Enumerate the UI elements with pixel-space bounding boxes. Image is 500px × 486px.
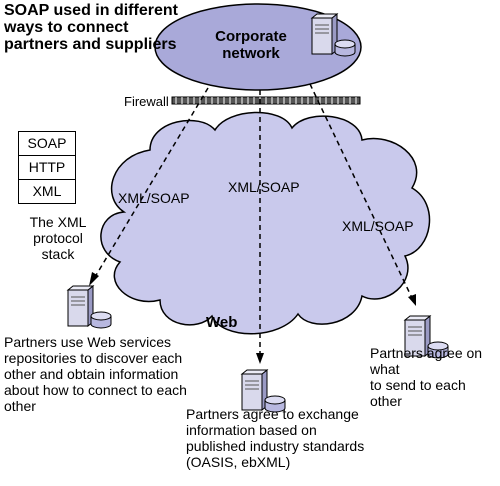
- link-line-1: [94, 87, 209, 278]
- link-label-3: XML/SOAP: [342, 218, 414, 234]
- stack-layer-xml: XML: [19, 179, 75, 203]
- corporate-network-label: Corporate network: [215, 28, 287, 62]
- firewall-label: Firewall: [124, 94, 169, 109]
- arrowhead-2: [256, 353, 264, 364]
- arrowhead-1: [89, 272, 99, 286]
- web-cloud: [100, 111, 431, 335]
- stack-layer-soap: SOAP: [27, 135, 67, 151]
- corporate-network-ellipse: [154, 3, 362, 91]
- protocol-stack: SOAP HTTP XML: [18, 131, 76, 204]
- arrowhead-3: [408, 294, 416, 306]
- protocol-stack-caption: The XML protocol stack: [29, 214, 87, 262]
- partner-description-2: Partners agree to exchange information b…: [186, 406, 365, 470]
- partner-description-3: Partners agree on what to send to each o…: [370, 345, 483, 409]
- partner-description-1: Partners use Web services repositories t…: [4, 334, 187, 414]
- link-line-3: [309, 83, 413, 299]
- web-label: Web: [206, 314, 238, 331]
- partner-server-icon-1: [67, 285, 112, 329]
- link-label-2: XML/SOAP: [228, 179, 300, 195]
- stack-layer-http: HTTP: [19, 155, 75, 179]
- link-label-1: XML/SOAP: [118, 190, 190, 206]
- diagram-title: SOAP used in different ways to connect p…: [4, 2, 178, 53]
